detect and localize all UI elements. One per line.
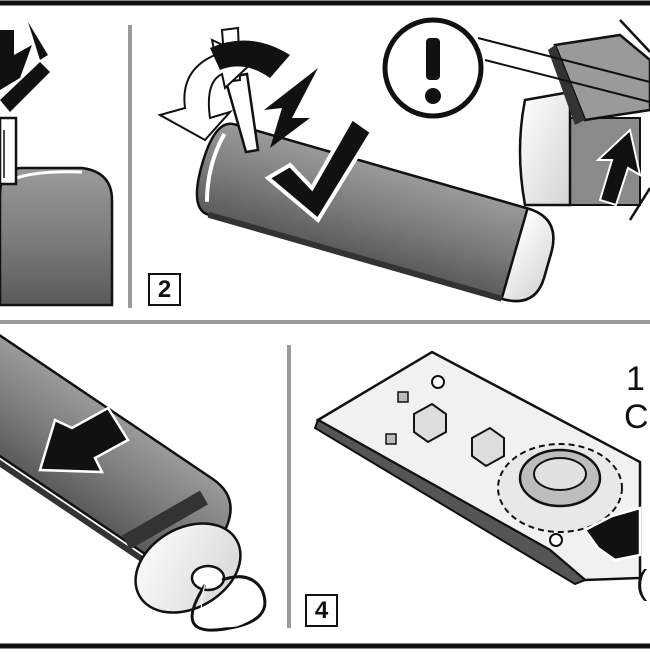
remote-body-partial — [0, 166, 114, 307]
coin-battery-icon — [497, 443, 623, 533]
key-ring-icon — [190, 564, 267, 632]
edge-text-line-3: ( — [636, 564, 648, 602]
panel-number-4: 4 — [305, 594, 338, 627]
press-arrow-icon — [0, 22, 48, 90]
lift-arrow-icon — [595, 128, 642, 207]
insert-arrow-icon — [583, 506, 642, 562]
button-contact — [413, 402, 447, 444]
slide-arrow-icon — [38, 406, 130, 474]
panel-2-illustration — [157, 26, 555, 303]
checkmark-icon — [264, 115, 375, 224]
panel-slide-illustration — [0, 298, 267, 632]
screwdriver-icon — [0, 116, 18, 186]
edge-text-line-2: C — [624, 398, 649, 436]
press-arrow-icon — [264, 68, 318, 148]
remote-end-cap — [500, 206, 555, 303]
remote-cap-side — [518, 90, 572, 207]
panel-battery-illustration — [313, 350, 642, 586]
warning-exclamation-icon — [382, 17, 484, 119]
button-contact — [471, 426, 505, 468]
panel-number-2: 2 — [148, 273, 181, 306]
panel-3-illustration — [382, 17, 650, 221]
panel-1-illustration — [0, 22, 114, 307]
edge-text-line-1: 1 — [626, 360, 645, 398]
